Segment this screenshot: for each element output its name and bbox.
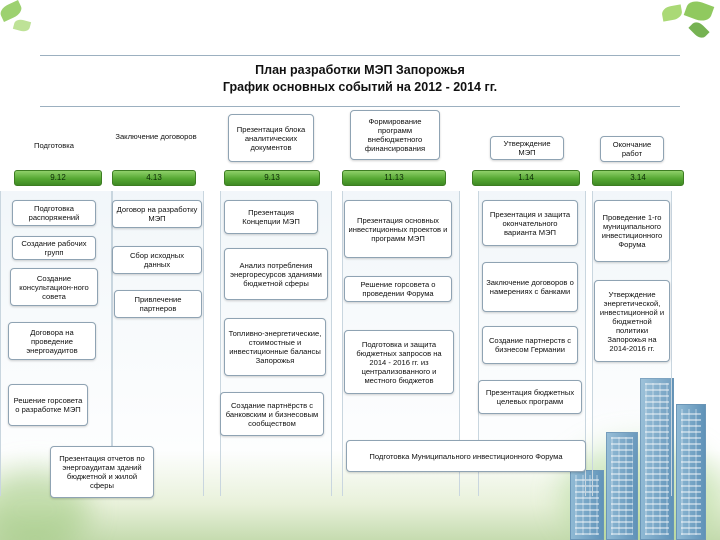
forum-preparation-box: Подготовка Муниципального инвестиционног… bbox=[346, 440, 586, 472]
date-marker: 3.14 bbox=[592, 170, 684, 186]
task-box: Презентация отчетов по энергоаудитам зда… bbox=[50, 446, 154, 498]
task-box: Проведение 1-го муниципального инвестици… bbox=[594, 200, 670, 262]
task-box: Создание рабочих групп bbox=[12, 236, 96, 260]
task-box: Создание партнёрств с банковским и бизне… bbox=[220, 392, 324, 436]
leaf-decoration bbox=[688, 19, 710, 41]
building-image bbox=[570, 470, 604, 540]
task-box: Создание консультацион-ного совета bbox=[10, 268, 98, 306]
date-marker: 9.12 bbox=[14, 170, 102, 186]
date-marker: 9.13 bbox=[224, 170, 320, 186]
milestone-header: Презентация блока аналитических документ… bbox=[228, 114, 314, 162]
task-box: Сбор исходных данных bbox=[112, 246, 202, 274]
building-image bbox=[676, 404, 706, 540]
milestone-header: Подготовка bbox=[34, 140, 74, 150]
milestone-header: Окончание работ bbox=[600, 136, 664, 162]
milestone-header: Формирование программ внебюджетного фина… bbox=[350, 110, 440, 160]
divider bbox=[40, 55, 680, 56]
task-box: Решение горсовета о разработке МЭП bbox=[8, 384, 88, 426]
date-marker: 1.14 bbox=[472, 170, 580, 186]
task-box: Утверждение энергетической, инвестиционн… bbox=[594, 280, 670, 362]
task-box: Анализ потребления энергоресурсов здания… bbox=[224, 248, 328, 300]
task-box: Презентация и защита окончательного вари… bbox=[482, 200, 578, 246]
task-box: Подготовка и защита бюджетных запросов н… bbox=[344, 330, 454, 394]
leaf-decoration bbox=[660, 4, 684, 22]
task-box: Заключение договоров о намерениях с банк… bbox=[482, 262, 578, 312]
task-box: Договора на проведение энергоаудитов bbox=[8, 322, 96, 360]
task-box: Презентация Концепции МЭП bbox=[224, 200, 318, 234]
date-marker: 4.13 bbox=[112, 170, 196, 186]
title-line-2: График основных событий на 2012 - 2014 г… bbox=[222, 80, 498, 94]
task-box: Подготовка распоряжений bbox=[12, 200, 96, 226]
divider bbox=[40, 106, 680, 107]
milestone-header: Заключение договоров bbox=[115, 131, 197, 141]
leaf-decoration bbox=[12, 18, 32, 33]
task-box: Решение горсовета о проведении Форума bbox=[344, 276, 452, 302]
task-box: Создание партнерств с бизнесом Германии bbox=[482, 326, 578, 364]
task-box: Договор на разработку МЭП bbox=[112, 200, 202, 228]
date-marker: 11.13 bbox=[342, 170, 446, 186]
task-box: Презентация бюджетных целевых программ bbox=[478, 380, 582, 414]
milestone-header: Утверждение МЭП bbox=[490, 136, 564, 160]
task-box: Привлечение партнеров bbox=[114, 290, 202, 318]
title-line-1: План разработки МЭП Запорожья bbox=[255, 63, 465, 77]
task-box: Презентация основных инвестиционных прое… bbox=[344, 200, 452, 258]
leaf-decoration bbox=[683, 0, 715, 24]
building-image bbox=[606, 432, 638, 540]
title-block: План разработки МЭП Запорожья График осн… bbox=[40, 62, 680, 102]
task-box: Топливно-энергетические, стоимостные и и… bbox=[224, 318, 326, 376]
column-panel bbox=[112, 191, 204, 496]
building-image bbox=[640, 378, 674, 540]
